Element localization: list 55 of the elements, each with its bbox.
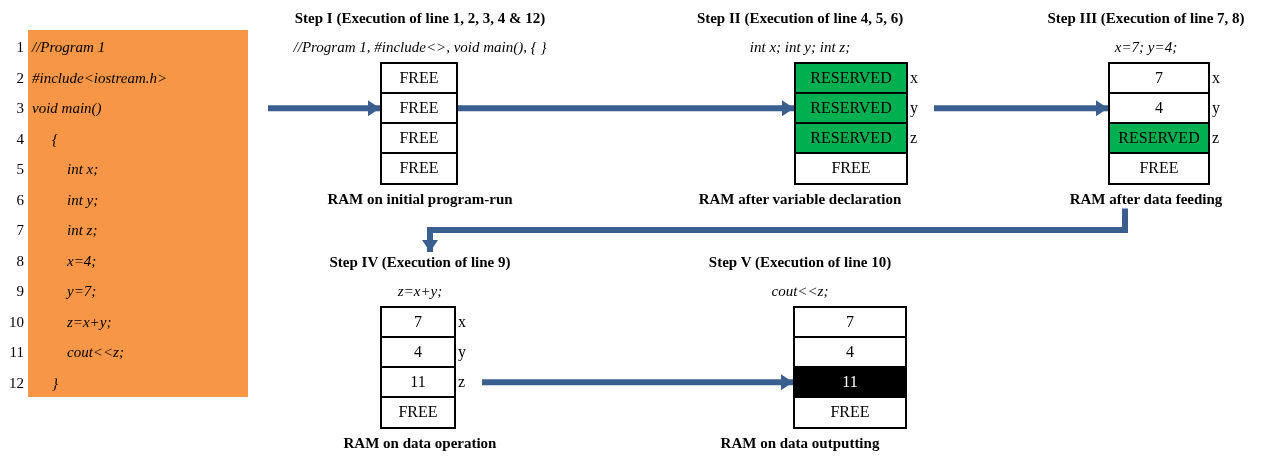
memory-cell: 4 [793, 336, 907, 369]
ram-caption: RAM after variable declaration [698, 189, 902, 209]
line-number: 8 [15, 251, 24, 271]
step-heading: Step V (Execution of line 10) [708, 253, 892, 272]
code-statement: cout<<z; [771, 282, 829, 301]
line-number: 9 [15, 282, 24, 301]
code-line: { [52, 129, 58, 149]
code-line: #include<iostream.h> [32, 68, 168, 88]
memory-cell: FREE [380, 92, 458, 125]
code-line: void main() [32, 99, 102, 118]
code-line: //Program 1 [32, 38, 106, 57]
code-statement: int x; int y; int z; [749, 38, 851, 57]
line-number: 4 [15, 129, 24, 149]
step-heading: Step IV (Execution of line 9) [329, 253, 511, 272]
line-number: 6 [15, 190, 24, 210]
line-number: 5 [15, 160, 24, 179]
code-line: y=7; [67, 282, 97, 301]
arrow [482, 374, 793, 391]
line-number: 10 [8, 312, 24, 332]
code-line: int z; [67, 221, 98, 240]
step-heading: Step II (Execution of line 4, 5, 6) [696, 9, 904, 28]
arrow [934, 100, 1108, 117]
arrow [458, 100, 794, 117]
line-number: 2 [15, 68, 24, 88]
memory-cell: 11 [793, 366, 907, 399]
ram-caption: RAM after data feeding [1069, 189, 1223, 209]
memory-cell: FREE [380, 152, 458, 185]
code-line: } [52, 373, 58, 393]
step-heading: Step III (Execution of line 7, 8) [1047, 9, 1245, 28]
memory-cell: FREE [380, 62, 458, 95]
ram-caption: RAM on data outputting [720, 433, 880, 453]
memory-cell: 7 [793, 306, 907, 339]
line-number: 7 [15, 221, 24, 240]
step-heading: Step I (Execution of line 1, 2, 3, 4 & 12) [294, 9, 546, 28]
line-number: 1 [15, 38, 24, 57]
arrow [422, 208, 1128, 252]
code-line: z=x+y; [67, 312, 112, 332]
memory-cell: FREE [793, 396, 907, 429]
code-statement: x=7; y=4; [1114, 38, 1178, 57]
arrow [268, 100, 380, 117]
code-line: int x; [67, 160, 99, 179]
code-line: int y; [67, 190, 99, 210]
line-number: 11 [8, 343, 24, 362]
memory-cell: FREE [1108, 152, 1210, 185]
ram-caption: RAM on data operation [343, 433, 497, 453]
line-number: 3 [15, 99, 24, 118]
code-statement: //Program 1, #include<>, void main(), { } [293, 38, 547, 57]
code-statement: z=x+y; [397, 282, 443, 301]
line-number: 12 [8, 373, 24, 393]
code-line: x=4; [67, 251, 97, 271]
memory-cell: FREE [380, 396, 456, 429]
code-line: cout<<z; [67, 343, 124, 362]
ram-caption: RAM on initial program-run [327, 189, 513, 209]
memory-cell: FREE [794, 152, 908, 185]
memory-cell: FREE [380, 122, 458, 155]
